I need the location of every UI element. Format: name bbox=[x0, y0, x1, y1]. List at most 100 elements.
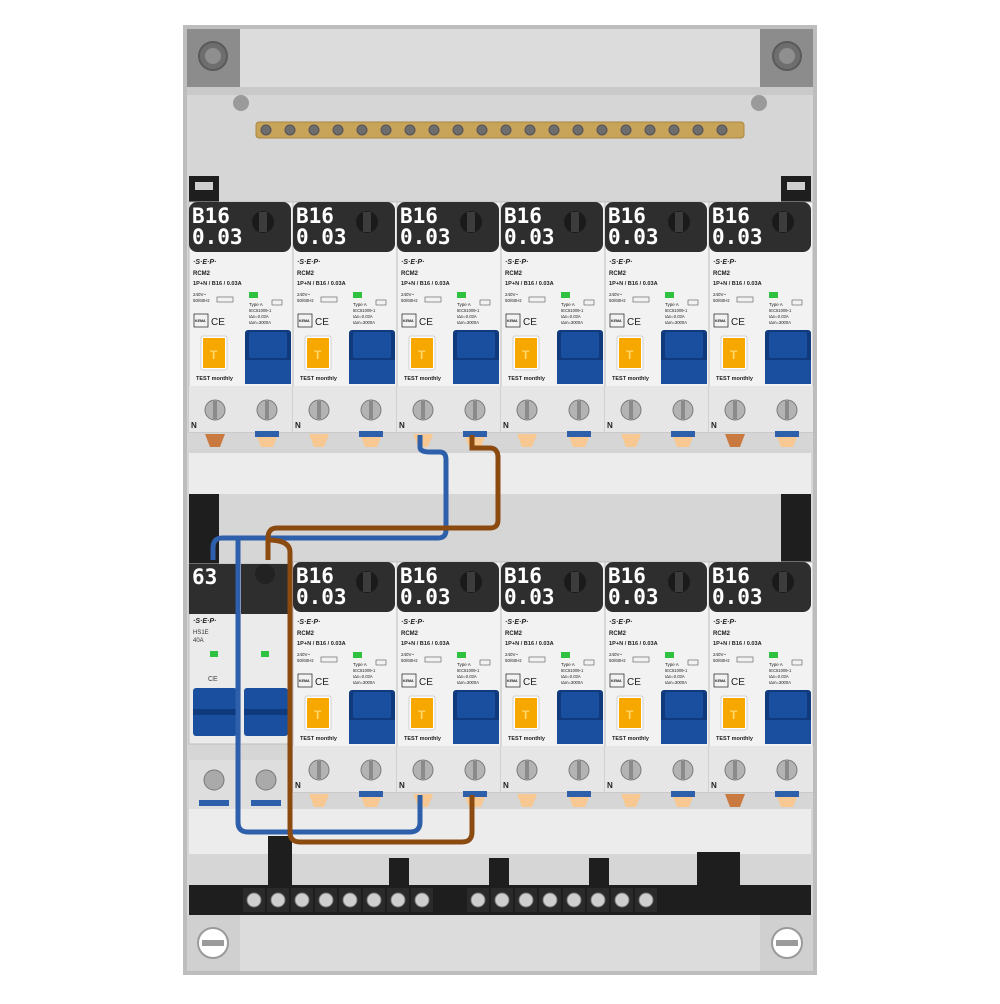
rcbo-symbol-box bbox=[791, 299, 803, 306]
rcbo-test-glyph: T bbox=[626, 708, 634, 722]
neutral-stub bbox=[205, 434, 225, 447]
rcbo-handle[interactable] bbox=[665, 692, 703, 718]
rcbo-handle[interactable] bbox=[353, 332, 391, 358]
rcbo-test-button[interactable] bbox=[723, 338, 745, 368]
rcbo-test-button[interactable] bbox=[723, 698, 745, 728]
rcbo-terminal-slot bbox=[681, 401, 685, 419]
rcbo-model: RCM2 bbox=[297, 631, 315, 637]
neutral-stub bbox=[621, 794, 641, 807]
rcbo-test-glyph: T bbox=[210, 348, 218, 362]
bottom-cover bbox=[240, 915, 760, 971]
rcbo-handle[interactable] bbox=[457, 332, 495, 358]
rcbo-rating: B16 bbox=[608, 564, 646, 588]
rcbo-standard: IEC61009-1 bbox=[561, 308, 584, 313]
rcbo-test-button[interactable] bbox=[515, 698, 537, 728]
rcbo-handle-lower bbox=[661, 360, 707, 384]
rcbo-test-button[interactable] bbox=[619, 338, 641, 368]
rail-clip-left bbox=[195, 182, 213, 190]
rcbo-type: Type A bbox=[769, 302, 783, 307]
rcbo-standard: IEC61009-1 bbox=[353, 668, 376, 673]
rcbo-test-button[interactable] bbox=[619, 698, 641, 728]
rcbo-handle[interactable] bbox=[769, 692, 807, 718]
rcbo-handle[interactable] bbox=[353, 692, 391, 718]
rcbo-symbol-box bbox=[375, 659, 387, 666]
rcbo-brand: ·S·E·P· bbox=[609, 259, 632, 266]
rcbo-voltage: 240V~ bbox=[193, 292, 207, 297]
rcbo-test-label: TEST monthly bbox=[612, 736, 650, 742]
live-stub bbox=[673, 797, 693, 807]
neutral-stub bbox=[517, 434, 537, 447]
kema-mark-text: KEMA bbox=[611, 679, 622, 683]
rcbo-terminal-slot bbox=[317, 401, 321, 419]
rcbo-standard: IEC61009-1 bbox=[769, 668, 792, 673]
rcbo-frequency: 50/60Hz bbox=[401, 298, 419, 303]
rcbo-test-button[interactable] bbox=[411, 698, 433, 728]
rcbo-standard: IEC61009-1 bbox=[457, 668, 480, 673]
busbar-screw bbox=[332, 124, 344, 136]
rcbo-spec: 1P+N / B16 / 0.03A bbox=[401, 641, 450, 647]
rcbo-handle[interactable] bbox=[249, 332, 287, 358]
corner-screw-bottom-left bbox=[187, 915, 240, 971]
rcbo-idn: IΔn=0.03A bbox=[249, 314, 269, 319]
live-stub-clip bbox=[463, 431, 487, 437]
rcbo-terminal-slot bbox=[733, 761, 737, 779]
rcbo-rating: B16 bbox=[296, 204, 334, 228]
terminal-screw bbox=[342, 892, 358, 908]
rcbo-spec: 1P+N / B16 / 0.03A bbox=[297, 281, 346, 287]
live-stub-clip bbox=[567, 791, 591, 797]
rcbo-symbol-box bbox=[583, 299, 595, 306]
rcbo-status-led bbox=[249, 292, 258, 298]
rcbo-spec: 1P+N / B16 / 0.03A bbox=[297, 641, 346, 647]
busbar-screw bbox=[308, 124, 320, 136]
rcbo-brand: ·S·E·P· bbox=[713, 619, 736, 626]
main-switch-brand: ·S·E·P· bbox=[193, 618, 216, 625]
rcbo-handle[interactable] bbox=[561, 332, 599, 358]
rcbo-standard: IEC61009-1 bbox=[665, 308, 688, 313]
rcbo-symbol-box bbox=[791, 659, 803, 666]
ce-mark: CE bbox=[419, 677, 433, 688]
neutral-marker: N bbox=[503, 421, 509, 430]
rcbo-trip-current: 0.03 bbox=[608, 585, 659, 609]
rcbo-test-button[interactable] bbox=[515, 338, 537, 368]
mid-rail-right bbox=[781, 494, 811, 564]
rcbo-handle[interactable] bbox=[561, 692, 599, 718]
rcbo-trip-current: 0.03 bbox=[504, 585, 555, 609]
rcbo-test-button[interactable] bbox=[307, 698, 329, 728]
rcbo-brand: ·S·E·P· bbox=[609, 619, 632, 626]
busbar-screw bbox=[260, 124, 272, 136]
rcbo-idn: IΔn=0.03A bbox=[665, 314, 685, 319]
rcbo-brand: ·S·E·P· bbox=[401, 259, 424, 266]
rcbo-test-button[interactable] bbox=[411, 338, 433, 368]
rcbo-spec: 1P+N / B16 / 0.03A bbox=[609, 281, 658, 287]
top-cover bbox=[240, 29, 760, 87]
live-stub bbox=[673, 437, 693, 447]
rcbo-rating: B16 bbox=[608, 204, 646, 228]
rcbo-terminal-slot bbox=[785, 401, 789, 419]
rcbo-frequency: 50/60Hz bbox=[297, 298, 315, 303]
rcbo-im: IΔm=3000A bbox=[457, 680, 479, 685]
rcbo-test-glyph: T bbox=[314, 708, 322, 722]
neutral-marker: N bbox=[295, 421, 301, 430]
rcbo-test-glyph: T bbox=[730, 348, 738, 362]
rcbo-test-button[interactable] bbox=[203, 338, 225, 368]
rcbo-test-button[interactable] bbox=[307, 338, 329, 368]
rcbo-handle-lower bbox=[557, 720, 603, 744]
neutral-marker: N bbox=[711, 781, 717, 790]
rcbo-handle[interactable] bbox=[769, 332, 807, 358]
rcbo-handle[interactable] bbox=[665, 332, 703, 358]
rcbo-handle[interactable] bbox=[457, 692, 495, 718]
earth-busbar bbox=[255, 121, 745, 139]
busbar-screw bbox=[404, 124, 416, 136]
ce-mark: CE bbox=[523, 677, 537, 688]
